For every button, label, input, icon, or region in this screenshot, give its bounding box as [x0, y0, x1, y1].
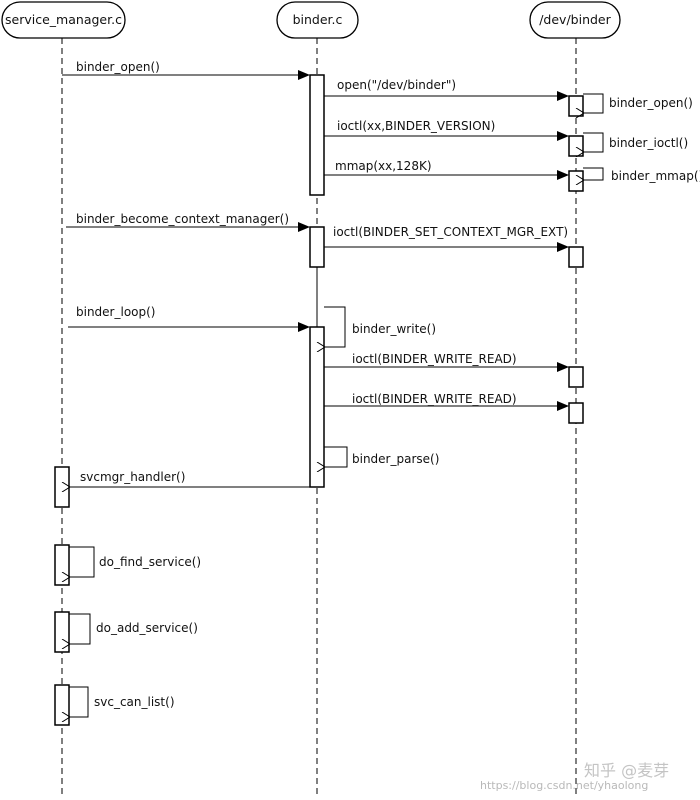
self-call-do-find-service: do_find_service(): [69, 546, 201, 577]
message-label: do_find_service(): [99, 555, 201, 569]
activation-service-manager: [54, 466, 70, 508]
self-call-do-add-service: do_add_service(): [69, 613, 198, 644]
activation-binder-c: [309, 226, 325, 268]
message-ioctl-write-read-2: ioctl(BINDER_WRITE_READ): [324, 392, 569, 411]
activation-dev-binder: [568, 170, 584, 192]
activation-service-manager: [54, 684, 70, 726]
message-label: binder_write(): [352, 322, 436, 336]
message-label: ioctl(BINDER_SET_CONTEXT_MGR_EXT): [333, 225, 568, 239]
message-label: binder_parse(): [352, 452, 439, 466]
message-label: mmap(xx,128K): [335, 159, 432, 173]
message-label: binder_open(): [76, 60, 160, 74]
message-become-context-manager: binder_become_context_manager(): [66, 212, 310, 232]
participant-service-manager: service_manager.c: [1, 1, 126, 39]
message-label: do_add_service(): [96, 621, 198, 635]
self-call-binder-parse: binder_parse(): [324, 446, 439, 467]
participant-binder-c: binder.c: [276, 1, 359, 39]
activation-service-manager: [54, 544, 70, 586]
activation-dev-binder: [568, 95, 584, 117]
activation-binder-c: [309, 74, 325, 196]
message-mmap: mmap(xx,128K): [324, 159, 569, 180]
message-label: binder_ioctl(): [609, 136, 688, 150]
message-ioctl-context-mgr: ioctl(BINDER_SET_CONTEXT_MGR_EXT): [324, 225, 569, 252]
message-label: svc_can_list(): [94, 695, 175, 709]
message-label: binder_become_context_manager(): [76, 212, 289, 226]
activation-dev-binder: [568, 402, 584, 424]
message-label: ioctl(xx,BINDER_VERSION): [337, 119, 495, 133]
message-label: svcmgr_handler(): [80, 470, 185, 484]
watermark-url: https://blog.csdn.net/yhaolong: [480, 779, 648, 792]
self-call-binder-ioctl: binder_ioctl(): [583, 132, 688, 152]
self-call-binder-write: binder_write(): [324, 306, 436, 347]
message-label: binder_mmap(): [611, 169, 700, 183]
activation-dev-binder: [568, 366, 584, 388]
activation-service-manager: [54, 611, 70, 653]
message-ioctl-version: ioctl(xx,BINDER_VERSION): [324, 119, 569, 141]
message-ioctl-write-read-1: ioctl(BINDER_WRITE_READ): [324, 352, 569, 372]
message-label: ioctl(BINDER_WRITE_READ): [352, 352, 517, 366]
message-label: binder_open(): [609, 96, 693, 110]
message-label: ioctl(BINDER_WRITE_READ): [352, 392, 517, 406]
message-binder-open: binder_open(): [62, 60, 310, 80]
participant-label: service_manager.c: [5, 12, 122, 27]
message-binder-loop: binder_loop(): [68, 305, 310, 332]
self-call-binder-mmap: binder_mmap(): [583, 167, 700, 183]
self-call-svc-can-list: svc_can_list(): [69, 686, 175, 717]
activation-dev-binder: [568, 246, 584, 268]
self-call-binder-open: binder_open(): [583, 93, 693, 113]
message-label: binder_loop(): [76, 305, 156, 319]
participant-dev-binder: /dev/binder: [529, 1, 621, 39]
message-open-dev-binder: open("/dev/binder"): [324, 78, 569, 101]
activation-binder-c: [309, 326, 325, 488]
watermark-brand: 知乎 @麦芽: [584, 761, 669, 780]
message-svcmgr-handler: svcmgr_handler(): [70, 470, 310, 487]
activation-dev-binder: [568, 135, 584, 157]
message-label: open("/dev/binder"): [337, 78, 456, 92]
participant-label: /dev/binder: [539, 12, 611, 27]
participant-label: binder.c: [293, 12, 343, 27]
